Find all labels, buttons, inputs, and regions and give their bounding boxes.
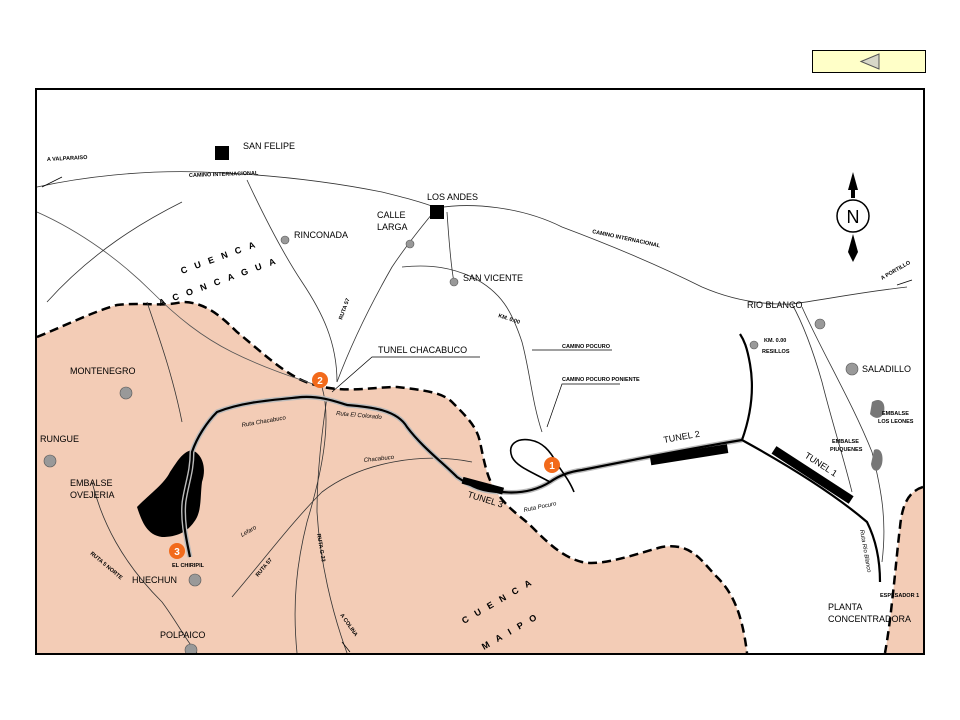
back-button[interactable] — [812, 50, 926, 73]
ruta-el-colorado-label: Ruta El Colorado — [336, 411, 383, 421]
triangle-left-icon — [859, 53, 880, 70]
planta-label-2: CONCENTRADORA — [828, 614, 911, 624]
roads — [37, 171, 908, 653]
tunel-chacabuco-leader — [331, 356, 480, 393]
calle-larga-label-1: CALLE — [377, 210, 406, 220]
los-andes-label: LOS ANDES — [427, 192, 478, 202]
calle-larga-label-2: LARGA — [377, 222, 408, 232]
route-map: N 1 2 3 SAN FELIPE LOS ANDES CA — [37, 141, 923, 653]
embalse-los-leones-label-1: EMBALSE — [882, 411, 909, 417]
polpaico-dot — [184, 643, 198, 653]
ruta-57-label: RUTA 57 — [338, 298, 351, 321]
montenegro-dot — [119, 386, 133, 400]
rungue-dot — [43, 454, 57, 468]
planta-label-1: PLANTA — [828, 602, 862, 612]
map-frame: N 1 2 3 SAN FELIPE LOS ANDES CA — [35, 88, 925, 655]
tunnel-2-bar — [649, 444, 729, 466]
maipo-basin-border — [37, 300, 749, 653]
embalse-piuquenes — [871, 449, 883, 471]
compass-letter: N — [847, 207, 860, 227]
pocuro-poniente-leader — [546, 383, 620, 428]
pocuro-loop — [510, 438, 575, 493]
camino-pocuro-label: CAMINO POCURO — [562, 344, 611, 350]
saladillo-label: SALADILLO — [862, 364, 911, 374]
ruta-rio-blanco-label: Ruta Rio Blanco — [858, 529, 872, 573]
tunel-chacabuco-label: TUNEL CHACABUCO — [378, 345, 467, 355]
huechun-label: HUECHUN — [132, 575, 177, 585]
los-andes-marker — [430, 205, 444, 219]
maipo-basin-zone — [37, 302, 747, 653]
rinconada-dot — [280, 235, 290, 245]
pipeline-branch — [739, 333, 754, 441]
montenegro-label: MONTENEGRO — [70, 366, 136, 376]
tunnel-1-bar — [771, 446, 854, 504]
rinconada-label: RINCONADA — [294, 230, 348, 240]
tunnel-3-bar — [461, 476, 505, 495]
rio-blanco-label: RIO BLANCO — [747, 300, 803, 310]
right-basin-zone — [885, 487, 923, 653]
marker-3-label: 3 — [174, 547, 180, 558]
espesador-label: ESPESADOR 1 — [880, 593, 919, 599]
san-vicente-dot — [449, 277, 459, 287]
right-basin-border — [883, 485, 923, 653]
camino-internacional-label-1: CAMINO INTERNACIONAL — [189, 171, 259, 179]
embalse-label-2: OVEJERIA — [70, 490, 115, 500]
marker-1-label: 1 — [549, 461, 555, 472]
north-arrow-icon — [836, 172, 870, 262]
colina-arrow — [341, 641, 351, 653]
marker-2: 2 — [312, 372, 328, 388]
el-chiripil-label: EL CHIRIPIL — [172, 563, 205, 569]
embalse-piuquenes-label-1: EMBALSE — [832, 439, 859, 445]
chacabuco-label: Chacabuco — [364, 455, 395, 464]
camino-internacional-label-2: CAMINO INTERNACIONAL — [592, 229, 662, 249]
rio-blanco-dot — [814, 318, 826, 330]
saladillo-dot — [845, 362, 859, 376]
km-000-label-1: KM. 0.00 — [497, 313, 520, 326]
portillo-arrow — [896, 279, 913, 286]
pocuro-poniente-label: CAMINO POCURO PONIENTE — [562, 377, 640, 383]
rungue-label: RUNGUE — [40, 434, 79, 444]
embalse-label-1: EMBALSE — [70, 478, 113, 488]
pipeline-east — [741, 439, 882, 583]
valparaiso-label: A VALPARAISO — [47, 155, 89, 163]
tunnel-2-label: TUNEL 2 — [663, 429, 701, 445]
basin-divide-line — [37, 211, 323, 388]
san-felipe-marker — [215, 146, 229, 160]
san-felipe-label: SAN FELIPE — [243, 141, 295, 151]
resillos-dot — [749, 340, 759, 350]
resillos-label: RESILLOS — [762, 349, 790, 355]
embalse-piuquenes-label-2: PIUQUENES — [830, 447, 863, 453]
polpaico-label: POLPAICO — [160, 630, 205, 640]
ruta-g23-label: RUTA G-23 — [315, 533, 326, 562]
marker-1: 1 — [544, 457, 560, 473]
embalse-los-leones-label-2: LOS LEONES — [878, 419, 914, 425]
embalse-los-leones — [870, 400, 885, 418]
km-000-label-2: KM. 0.00 — [764, 338, 786, 344]
portillo-label: A PORTILLO — [880, 260, 912, 282]
valparaiso-arrow — [41, 176, 63, 188]
huechun-dot — [188, 573, 202, 587]
embalse-ovejeria — [137, 450, 204, 537]
san-vicente-label: SAN VICENTE — [463, 273, 523, 283]
marker-2-label: 2 — [317, 376, 323, 387]
calle-larga-dot — [405, 239, 415, 249]
marker-3: 3 — [169, 543, 185, 559]
ruta-pocuro-label: Ruta Pocuro — [523, 501, 558, 514]
